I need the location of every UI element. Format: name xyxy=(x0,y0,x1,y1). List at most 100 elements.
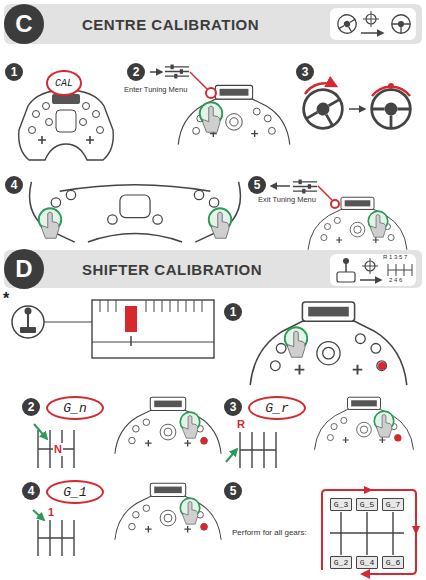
wheel-illustration xyxy=(331,200,339,208)
gear-pattern-label: 2 4 6 xyxy=(389,277,402,284)
shifter-icon xyxy=(343,258,349,264)
footnote-marker: * xyxy=(3,290,9,308)
gear-display: G_5 xyxy=(356,498,378,511)
wheel-illustration xyxy=(293,180,317,194)
section-letter-text: C xyxy=(15,10,32,38)
step-number-text: 5 xyxy=(230,484,237,498)
shifter-illustration xyxy=(322,490,416,574)
section-band: SHIFTER CALIBRATION D xyxy=(4,250,422,288)
wheel-illustration xyxy=(150,71,162,73)
display-callout: G_r xyxy=(248,396,306,420)
instruction-label: Exit Tuning Menu xyxy=(258,196,316,205)
shifter-illustration xyxy=(250,302,407,385)
shifter-illustration xyxy=(374,411,394,437)
wheel-illustration xyxy=(206,88,216,98)
step-number-text: 2 xyxy=(28,400,35,414)
wheel-illustration xyxy=(372,90,411,129)
instruction-label: Perform for all gears: xyxy=(232,528,307,537)
section-band-ground xyxy=(4,4,422,288)
centre-icon xyxy=(361,32,383,34)
section-band-ground xyxy=(4,250,422,288)
wheel-illustration xyxy=(297,83,350,136)
section-letter: D xyxy=(4,249,44,289)
wheel-illustration xyxy=(200,102,223,132)
shifter-illustration xyxy=(27,313,29,327)
shifter-icon xyxy=(345,263,347,272)
shifter-illustration xyxy=(20,327,36,333)
step-number: 4 xyxy=(5,176,23,194)
display-callout-text: G_1 xyxy=(63,485,86,500)
gear-display-text: G_3 xyxy=(334,500,348,509)
step-number-text: 3 xyxy=(230,400,237,414)
shifter-illustration xyxy=(34,424,47,439)
step-number: 1 xyxy=(224,303,242,321)
gear-display-text: G_7 xyxy=(386,500,400,509)
shifter-illustration xyxy=(125,306,137,332)
shifter-illustration xyxy=(330,512,404,555)
shifter-icon xyxy=(337,272,355,282)
gear-display: G_2 xyxy=(330,556,352,569)
shifter-icon xyxy=(330,254,416,286)
centre-icon xyxy=(330,8,416,40)
shifter-illustration xyxy=(44,321,92,322)
shifter-illustration xyxy=(33,510,44,520)
shifter-illustration xyxy=(315,397,414,450)
display-callout: G_1 xyxy=(46,480,104,504)
step-number: 2 xyxy=(22,398,40,416)
shifter-illustration xyxy=(395,435,402,442)
shifter-illustration xyxy=(130,336,132,346)
step-number: 3 xyxy=(224,398,242,416)
wheel-illustration xyxy=(44,213,226,225)
shifter-illustration xyxy=(180,498,200,524)
shifter-illustration xyxy=(12,306,44,338)
gear-display-text: G_5 xyxy=(360,500,374,509)
shifter-illustration xyxy=(240,432,276,468)
wheel-illustration xyxy=(178,85,290,144)
step-number-text: 4 xyxy=(28,484,35,498)
wheel-illustration xyxy=(165,65,189,79)
shifter-illustration xyxy=(226,449,237,462)
gear-label: N xyxy=(53,443,63,456)
wheel-illustration xyxy=(39,208,62,238)
centre-icon xyxy=(363,11,379,27)
shifter-illustration xyxy=(180,412,200,438)
centre-icon xyxy=(392,15,410,33)
wheel-illustration xyxy=(190,72,207,89)
display-callout-text: G_r xyxy=(265,401,288,416)
shifter-illustration xyxy=(100,300,202,312)
display-callout: CAL xyxy=(46,70,82,96)
wheel-illustration xyxy=(305,83,336,94)
step-number: 1 xyxy=(5,63,23,81)
shifter-illustration xyxy=(378,362,386,370)
section-letter: C xyxy=(4,4,44,44)
step-number-text: 1 xyxy=(11,65,18,79)
shifter-illustration xyxy=(12,300,420,574)
gear-display: G_6 xyxy=(382,556,404,569)
step-number-text: 3 xyxy=(302,65,309,79)
shifter-illustration xyxy=(201,438,208,445)
wheel-illustration xyxy=(388,83,394,89)
section-band-text: SHIFTER CALIBRATION xyxy=(82,261,262,278)
display-callout: G_n xyxy=(46,396,104,420)
shifter-illustration xyxy=(115,397,221,453)
step-number: 5 xyxy=(248,176,266,194)
wheel-illustration xyxy=(271,185,290,187)
shifter-illustration xyxy=(92,342,214,343)
gear-pattern-label: R 1 3 5 7 xyxy=(383,254,407,261)
step-number-text: 4 xyxy=(11,178,18,192)
wheel-illustration xyxy=(209,208,232,238)
wheel-illustration xyxy=(349,108,365,110)
display-callout-text: CAL xyxy=(55,78,73,89)
step-number: 4 xyxy=(22,482,40,500)
wheel-illustration xyxy=(368,211,388,237)
shifter-icon xyxy=(360,279,381,281)
gear-label: R xyxy=(236,418,246,431)
shifter-illustration xyxy=(115,483,221,539)
step-number: 2 xyxy=(127,63,145,81)
section-letter-text: D xyxy=(15,255,32,283)
wheel-illustration xyxy=(318,186,332,200)
step-number-text: 5 xyxy=(254,178,261,192)
display-callout-text: G_n xyxy=(63,401,86,416)
shifter-illustration xyxy=(201,524,208,531)
section-band-ground xyxy=(4,4,422,44)
